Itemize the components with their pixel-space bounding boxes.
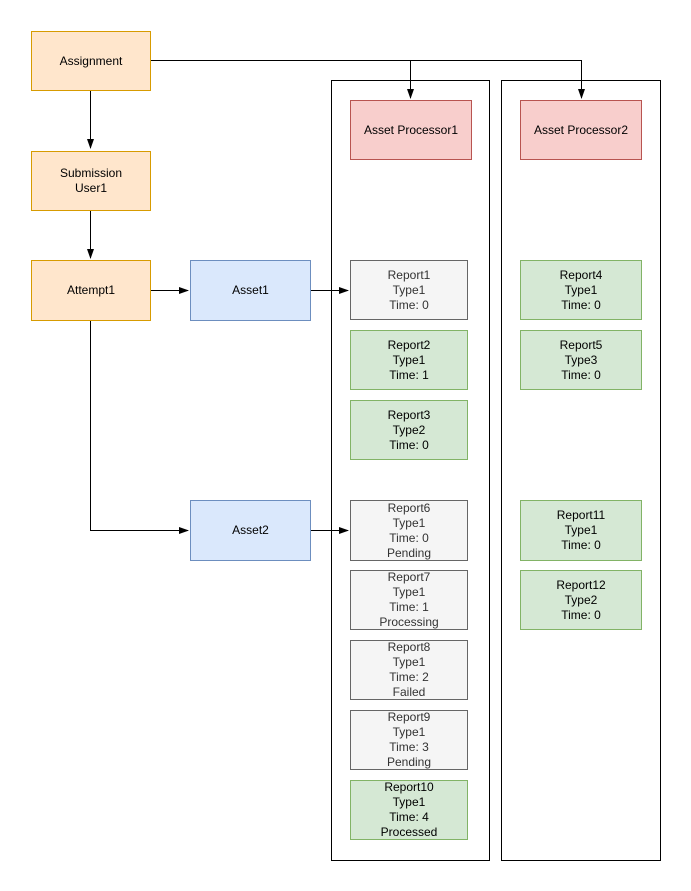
report-type: Type1 bbox=[392, 282, 426, 297]
report-time: Time: 1 bbox=[389, 367, 429, 382]
node-submission-label-line2: User1 bbox=[74, 181, 107, 195]
node-asset-processor2-label: Asset Processor2 bbox=[533, 122, 629, 137]
report-type: Type1 bbox=[392, 655, 426, 669]
node-asset-processor2: Asset Processor2 bbox=[520, 100, 642, 160]
report-type: Type1 bbox=[392, 515, 426, 530]
report-box-report11: Report11 Type1 Time: 0 bbox=[520, 500, 642, 561]
report-type: Type2 bbox=[392, 422, 426, 437]
report-time: Time: 0 bbox=[389, 530, 429, 545]
node-asset1-label: Asset1 bbox=[232, 283, 269, 297]
report-time: Time: 0 bbox=[389, 437, 429, 452]
report-box-report5: Report5 Type3 Time: 0 bbox=[520, 330, 642, 390]
node-attempt1: Attempt1 bbox=[31, 260, 151, 321]
report-status: Processed bbox=[380, 825, 438, 839]
report-name: Report4 bbox=[559, 267, 603, 282]
report-box-report4: Report4 Type1 Time: 0 bbox=[520, 260, 642, 320]
report-time: Time: 0 bbox=[561, 367, 601, 382]
report-name: Report6 bbox=[387, 500, 431, 515]
report-type: Type2 bbox=[564, 592, 598, 607]
report-name: Report8 bbox=[387, 640, 431, 654]
report-time: Time: 0 bbox=[561, 538, 601, 552]
report-status: Failed bbox=[392, 685, 426, 699]
report-name: Report2 bbox=[387, 337, 431, 352]
report-time: Time: 1 bbox=[389, 600, 429, 614]
report-type: Type1 bbox=[392, 585, 426, 599]
report-box-report10: Report10 Type1 Time: 4 Processed bbox=[350, 780, 468, 840]
node-assignment-label: Assignment bbox=[59, 53, 123, 68]
report-time: Time: 2 bbox=[389, 670, 429, 684]
report-name: Report12 bbox=[556, 577, 606, 592]
processor2-lane bbox=[501, 80, 661, 861]
node-asset-processor1-label: Asset Processor1 bbox=[363, 122, 459, 137]
node-asset1: Asset1 bbox=[190, 260, 311, 321]
report-box-report7: Report7 Type1 Time: 1 Processing bbox=[350, 570, 468, 630]
report-name: Report10 bbox=[384, 780, 434, 794]
report-status: Pending bbox=[386, 755, 432, 769]
report-name: Report7 bbox=[387, 570, 431, 584]
report-type: Type1 bbox=[392, 352, 426, 367]
report-box-report8: Report8 Type1 Time: 2 Failed bbox=[350, 640, 468, 700]
node-assignment: Assignment bbox=[31, 31, 151, 91]
node-submission-label-line1: Submission bbox=[59, 166, 123, 180]
report-box-report12: Report12 Type2 Time: 0 bbox=[520, 570, 642, 630]
report-status: Processing bbox=[379, 615, 439, 629]
report-name: Report5 bbox=[559, 337, 603, 352]
report-time: Time: 3 bbox=[389, 740, 429, 754]
report-box-report9: Report9 Type1 Time: 3 Pending bbox=[350, 710, 468, 770]
report-type: Type1 bbox=[392, 795, 426, 809]
report-status: Pending bbox=[386, 545, 432, 560]
report-box-report3: Report3 Type2 Time: 0 bbox=[350, 400, 468, 460]
report-box-report1: Report1 Type1 Time: 0 bbox=[350, 260, 468, 320]
report-type: Type3 bbox=[564, 352, 598, 367]
report-box-report6: Report6 Type1 Time: 0 Pending bbox=[350, 500, 468, 561]
report-time: Time: 0 bbox=[389, 297, 429, 312]
report-time: Time: 0 bbox=[561, 607, 601, 622]
report-type: Type1 bbox=[564, 523, 598, 537]
node-asset2-label: Asset2 bbox=[232, 523, 269, 537]
report-time: Time: 0 bbox=[561, 297, 601, 312]
report-name: Report9 bbox=[387, 710, 431, 724]
report-time: Time: 4 bbox=[389, 810, 429, 824]
node-asset-processor1: Asset Processor1 bbox=[350, 100, 472, 160]
report-box-report2: Report2 Type1 Time: 1 bbox=[350, 330, 468, 390]
report-type: Type1 bbox=[392, 725, 426, 739]
report-name: Report11 bbox=[556, 508, 606, 522]
node-attempt1-label: Attempt1 bbox=[66, 283, 116, 297]
node-asset2: Asset2 bbox=[190, 500, 311, 561]
node-submission: Submission User1 bbox=[31, 151, 151, 211]
report-name: Report3 bbox=[387, 407, 431, 422]
report-type: Type1 bbox=[564, 282, 598, 297]
connector-attempt1-asset2 bbox=[90, 321, 189, 534]
report-name: Report1 bbox=[387, 267, 431, 282]
